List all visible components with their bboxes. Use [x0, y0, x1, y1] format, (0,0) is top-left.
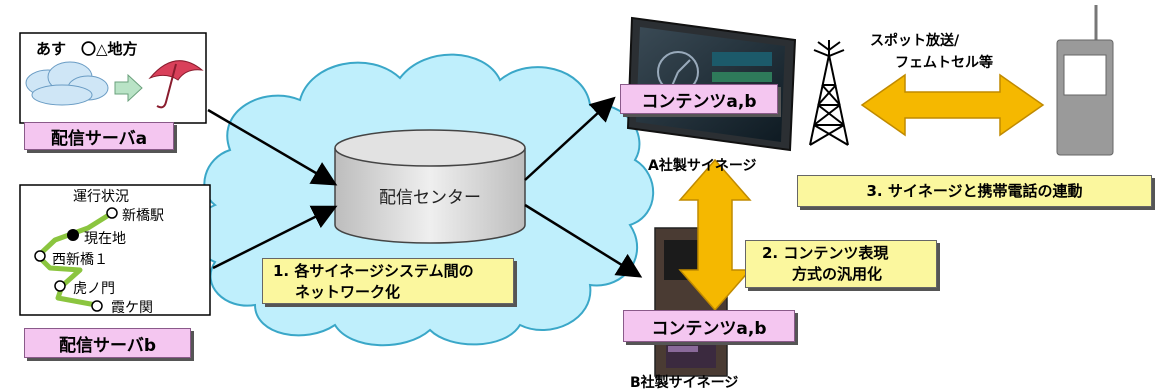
server-b-label: 配信サーバb: [24, 328, 191, 358]
cloud-icon: [25, 61, 109, 106]
umbrella-icon: [148, 60, 204, 109]
broadcast-line-1: スポット放送/: [870, 33, 960, 49]
station-marker: [34, 250, 46, 262]
arrow-server-a-to-center: [207, 108, 338, 186]
database-cylinder-icon: [334, 129, 526, 244]
arrow-server-b-to-center: [212, 205, 338, 270]
point-3-mobile-box: 3. サイネージと携帯電話の連動: [797, 175, 1152, 207]
current-location-label: 現在地: [84, 231, 126, 247]
double-arrow-horizontal: [860, 73, 1045, 137]
arrow-center-to-signage-a: [524, 96, 616, 181]
station-marker: [106, 207, 118, 219]
point-1-network-box: 1. 各サイネージシステム間の ネットワーク化: [262, 258, 514, 304]
station-label: 霞ケ関: [111, 300, 153, 316]
point-2-line-1: 2. コンテンツ表現: [762, 244, 889, 262]
station-label: 西新橋１: [52, 252, 108, 268]
station-marker: [54, 280, 66, 292]
content-a-label: コンテンツa,b: [620, 84, 778, 114]
point-1-line-2: ネットワーク化: [295, 283, 401, 301]
station-label: 新橋駅: [122, 208, 164, 224]
signage-b-label: B社製サイネージ: [630, 375, 739, 391]
arrow-center-to-signage-b: [524, 203, 643, 278]
station-label: 虎ノ門: [73, 281, 115, 297]
server-a-label: 配信サーバa: [24, 122, 174, 150]
signage-a-label: A社製サイネージ: [648, 158, 757, 174]
weather-forecast-text: あす 〇△地方: [36, 40, 138, 58]
broadcast-line-2: フェムトセル等: [895, 55, 993, 71]
point-2-line-2: 方式の汎用化: [792, 265, 883, 283]
current-location-marker: [67, 229, 79, 241]
antenna-tower-icon: [809, 40, 849, 146]
route-panel: [19, 184, 211, 316]
station-marker: [91, 300, 103, 312]
route-status-title: 運行状況: [73, 189, 129, 205]
mobile-phone-icon: [1056, 5, 1114, 156]
point-1-line-1: 1. 各サイネージシステム間の: [273, 262, 474, 280]
point-2-content-box: 2. コンテンツ表現 方式の汎用化: [745, 240, 937, 288]
distribution-center-label: 配信センター: [379, 188, 481, 208]
transition-arrow-icon: [114, 73, 143, 103]
content-b-label: コンテンツa,b: [623, 310, 795, 342]
